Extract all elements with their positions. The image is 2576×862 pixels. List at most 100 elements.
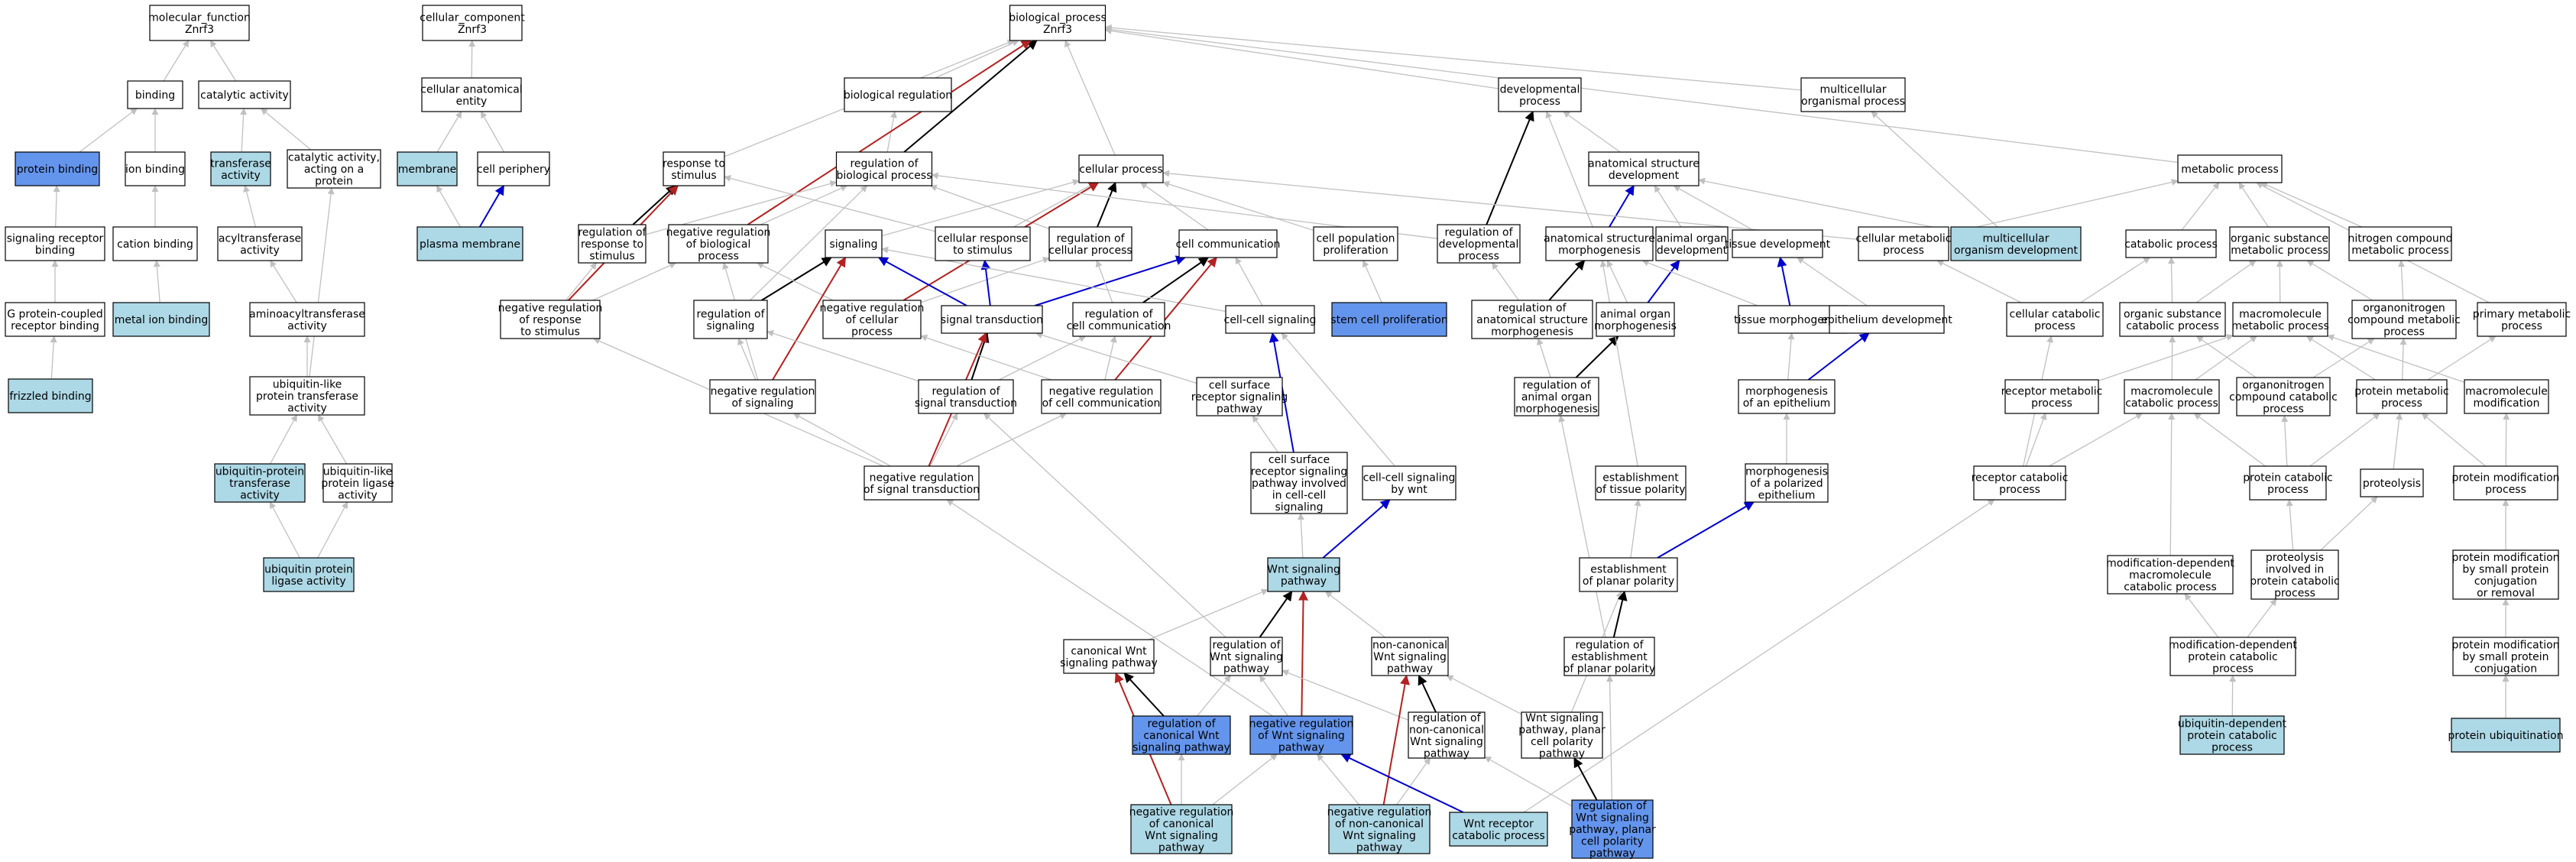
term-node-catact[interactable]: catalytic activity: [198, 80, 291, 109]
term-node-cellcomm[interactable]: cell communication: [1176, 229, 1281, 258]
term-node-catproc[interactable]: catabolic process: [2124, 229, 2218, 258]
term-node-moddepmacro[interactable]: modification-dependentmacromoleculecatab…: [2106, 555, 2234, 595]
term-node-cellproc[interactable]: cellular process: [1078, 154, 1164, 183]
term-node-bioreg[interactable]: biological regulation: [844, 77, 952, 112]
term-node-frizzled[interactable]: frizzled binding: [8, 378, 93, 413]
term-node-protubiq[interactable]: protein ubiquitination: [2448, 718, 2564, 753]
term-node-ccsig[interactable]: cell-cell signaling: [1224, 305, 1317, 334]
term-node-protbind[interactable]: protein binding: [15, 151, 100, 186]
term-node-tissdev[interactable]: tissue development: [1725, 229, 1831, 258]
term-node-epidev[interactable]: epithelium development: [1821, 305, 1952, 334]
term-node-metproc[interactable]: metabolic process: [2177, 154, 2283, 183]
term-node-signaling[interactable]: signaling: [825, 229, 883, 258]
term-node-ionbind[interactable]: ion binding: [125, 151, 186, 186]
term-node-tissmorph[interactable]: tissue morphogenesis: [1734, 305, 1852, 334]
term-node-binding[interactable]: binding: [127, 80, 183, 109]
term-node-proteolysis[interactable]: proteolysis: [2360, 468, 2424, 497]
term-node-cationbind[interactable]: cation binding: [112, 226, 198, 261]
term-node-periphery[interactable]: cell periphery: [477, 151, 550, 186]
term-node-plasmamem[interactable]: plasma membrane: [416, 226, 523, 261]
term-node-metalbind[interactable]: metal ion binding: [112, 302, 210, 337]
term-node-membrane[interactable]: membrane: [397, 151, 458, 186]
term-node-sigtrans[interactable]: signal transduction: [941, 305, 1043, 334]
term-node-stemcell[interactable]: stem cell proliferation: [1330, 302, 1448, 337]
